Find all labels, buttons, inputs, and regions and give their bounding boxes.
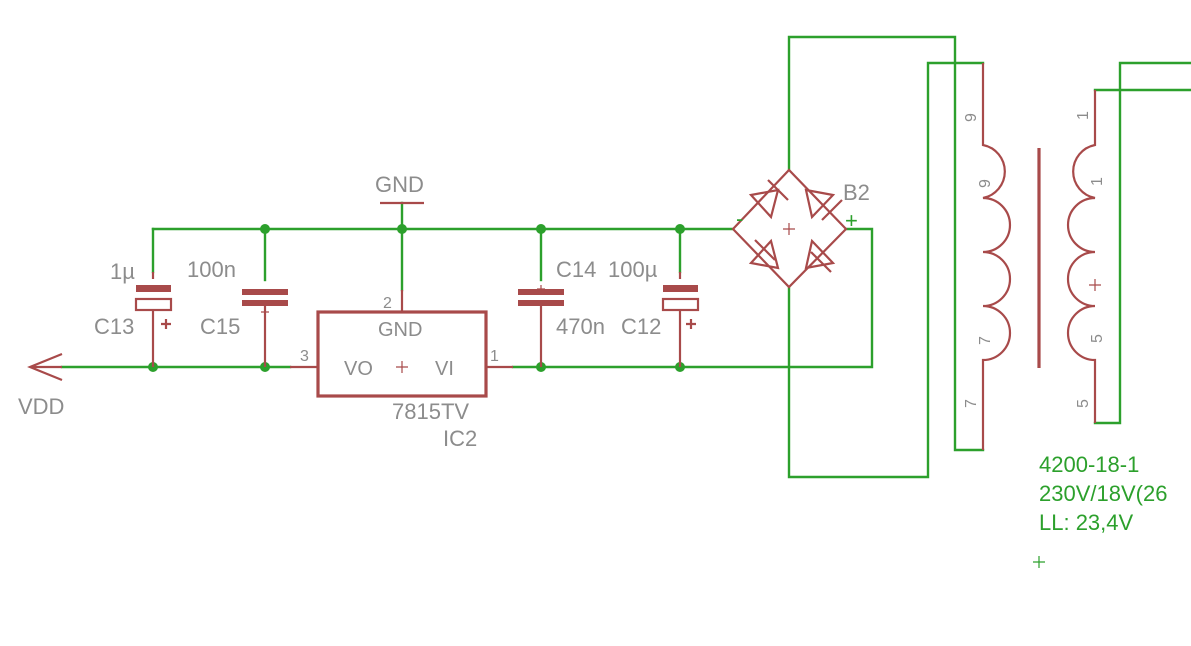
regulator-pin-gnd: GND bbox=[378, 319, 422, 341]
vdd-symbol[interactable]: VDD bbox=[18, 352, 64, 419]
cap-plate-icon bbox=[242, 300, 288, 306]
c13-value: 1µ bbox=[110, 259, 135, 284]
pin-number: 7 bbox=[963, 399, 980, 408]
pin-number: 3 bbox=[300, 348, 309, 365]
bridge-minus: - bbox=[736, 206, 743, 231]
regulator-name: IC2 bbox=[443, 426, 477, 451]
primary-winding bbox=[981, 90, 1012, 423]
transformer-part: 4200-18-1 bbox=[1039, 452, 1139, 477]
junction-dot bbox=[536, 224, 546, 234]
transformer-ll: LL: 23,4V bbox=[1039, 510, 1134, 535]
c14-value: 470n bbox=[556, 314, 605, 339]
wire-bridge-ac-bottom bbox=[787, 61, 985, 479]
pin-number: 1 bbox=[490, 348, 499, 365]
vdd-arrow-icon bbox=[27, 352, 63, 382]
wire-secondary bbox=[1093, 61, 1191, 425]
junction-dot bbox=[397, 224, 407, 234]
junctions bbox=[148, 224, 685, 372]
wire-bridge-ac-top bbox=[787, 35, 985, 452]
regulator-pin-vo: VO bbox=[344, 358, 373, 380]
secondary-winding bbox=[1066, 90, 1097, 423]
gnd-symbol[interactable]: GND bbox=[375, 172, 424, 205]
wires bbox=[60, 35, 1191, 479]
diode-icon bbox=[748, 238, 780, 270]
cap-plate-polarized-icon bbox=[661, 297, 700, 312]
junction-dot bbox=[675, 224, 685, 234]
gnd-label: GND bbox=[375, 172, 424, 197]
c13-name: C13 bbox=[94, 314, 134, 339]
cap-plate-icon bbox=[242, 289, 288, 295]
diode-icon bbox=[804, 238, 836, 273]
cap-plate-icon bbox=[136, 285, 171, 292]
bridge-plus: + bbox=[845, 208, 858, 233]
regulator-pin-vi: VI bbox=[435, 358, 454, 380]
capacitor-c13[interactable]: 1µ C13 bbox=[94, 259, 173, 367]
c15-name: C15 bbox=[200, 314, 240, 339]
regulator-value: 7815TV bbox=[392, 399, 469, 424]
vdd-label: VDD bbox=[18, 394, 64, 419]
transformer[interactable]: 9 9 7 7 1 1 5 5 4200-18-1 230V/18V(26 LL… bbox=[963, 63, 1167, 568]
pin-number: 1 bbox=[1075, 111, 1092, 120]
junction-dot bbox=[260, 224, 270, 234]
pin-number: 7 bbox=[977, 336, 994, 345]
cap-plate-polarized-icon bbox=[134, 297, 173, 312]
wire-bottom-rail bbox=[60, 227, 874, 369]
pin-number: 5 bbox=[1075, 399, 1092, 408]
diode-icon bbox=[804, 188, 843, 221]
pin-number: 2 bbox=[383, 295, 392, 312]
capacitor-c15[interactable]: 100n C15 bbox=[187, 257, 288, 367]
capacitor-c14[interactable]: C14 470n bbox=[518, 257, 605, 367]
pin-number: 9 bbox=[977, 179, 994, 188]
polarity-plus-icon bbox=[686, 319, 696, 329]
cap-plate-icon bbox=[663, 285, 698, 292]
bridge-rectifier-b2[interactable]: - + B2 bbox=[731, 168, 870, 289]
pin-number: 9 bbox=[963, 113, 980, 122]
c14-name: C14 bbox=[556, 257, 596, 282]
diode-icon bbox=[748, 179, 789, 220]
regulator-ic2[interactable]: 2 3 1 GND VO VI 7815TV IC2 bbox=[290, 290, 513, 451]
capacitor-c12[interactable]: 100µ C12 bbox=[608, 257, 700, 367]
transformer-rating: 230V/18V(26 bbox=[1039, 481, 1167, 506]
c12-name: C12 bbox=[621, 314, 661, 339]
pin-number: 1 bbox=[1089, 177, 1106, 186]
polarity-plus-icon bbox=[161, 319, 171, 329]
c15-value: 100n bbox=[187, 257, 236, 282]
bridge-name: B2 bbox=[843, 180, 870, 205]
pin-number: 5 bbox=[1089, 334, 1106, 343]
c12-value: 100µ bbox=[608, 257, 658, 282]
cap-plate-icon bbox=[518, 300, 564, 306]
